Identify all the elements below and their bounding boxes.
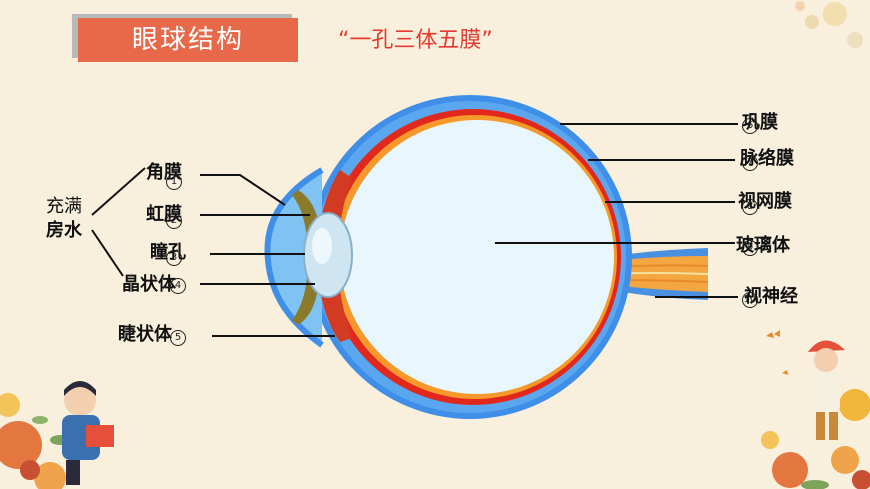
number-pupil: 3: [166, 250, 182, 266]
fill-label-line1: 充满: [46, 196, 82, 217]
label-ciliary-body: 睫状体: [118, 324, 172, 345]
child-reading-illustration: [62, 381, 114, 485]
number-choroid: 7: [742, 155, 758, 171]
flower-decoration-top-right: [795, 1, 863, 48]
bracket-upper: [91, 167, 146, 216]
number-lens: 4: [170, 278, 186, 294]
title-banner: 眼球结构: [78, 18, 298, 62]
leader-line-cornea: [200, 174, 286, 206]
number-vitreous: 9: [742, 240, 758, 256]
leader-lines-right: [495, 123, 738, 298]
vitreous-body: [340, 120, 614, 394]
number-ciliary-body: 5: [170, 330, 186, 346]
fill-label-line2: 房水: [46, 220, 82, 241]
lens-highlight: [312, 228, 332, 264]
number-iris: 2: [166, 213, 182, 229]
slide-subtitle: “一孔三体五膜”: [338, 28, 493, 53]
label-lens: 晶状体: [122, 274, 176, 295]
number-sclera: 6: [742, 118, 758, 134]
slide-title: 眼球结构: [131, 25, 244, 55]
number-retina: 8: [742, 199, 758, 215]
leader-lines-left: [91, 167, 335, 337]
flower-decoration-bottom-left: [0, 393, 70, 489]
number-optic-nerve: 10: [742, 292, 758, 308]
flower-decoration-bottom-right: [761, 389, 870, 489]
bracket-lower: [91, 229, 124, 277]
child-butterfly-illustration: [766, 330, 845, 440]
number-cornea: 1: [166, 174, 182, 190]
